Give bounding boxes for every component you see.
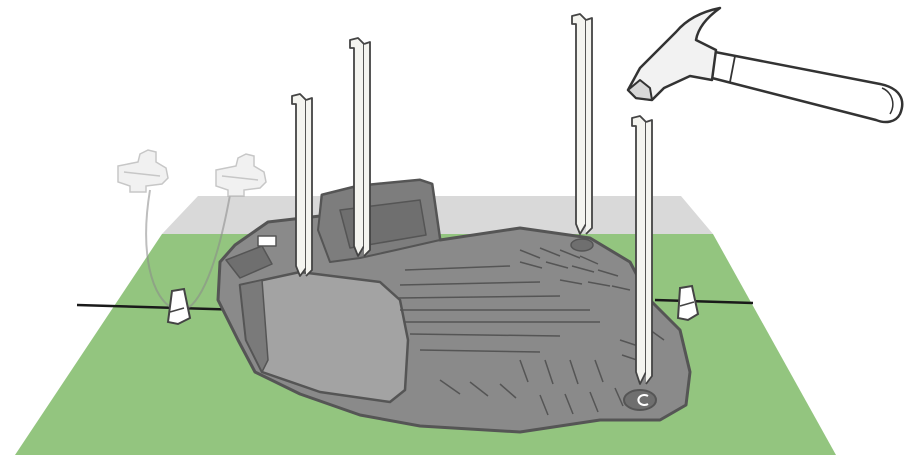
hammer-icon (628, 8, 902, 122)
